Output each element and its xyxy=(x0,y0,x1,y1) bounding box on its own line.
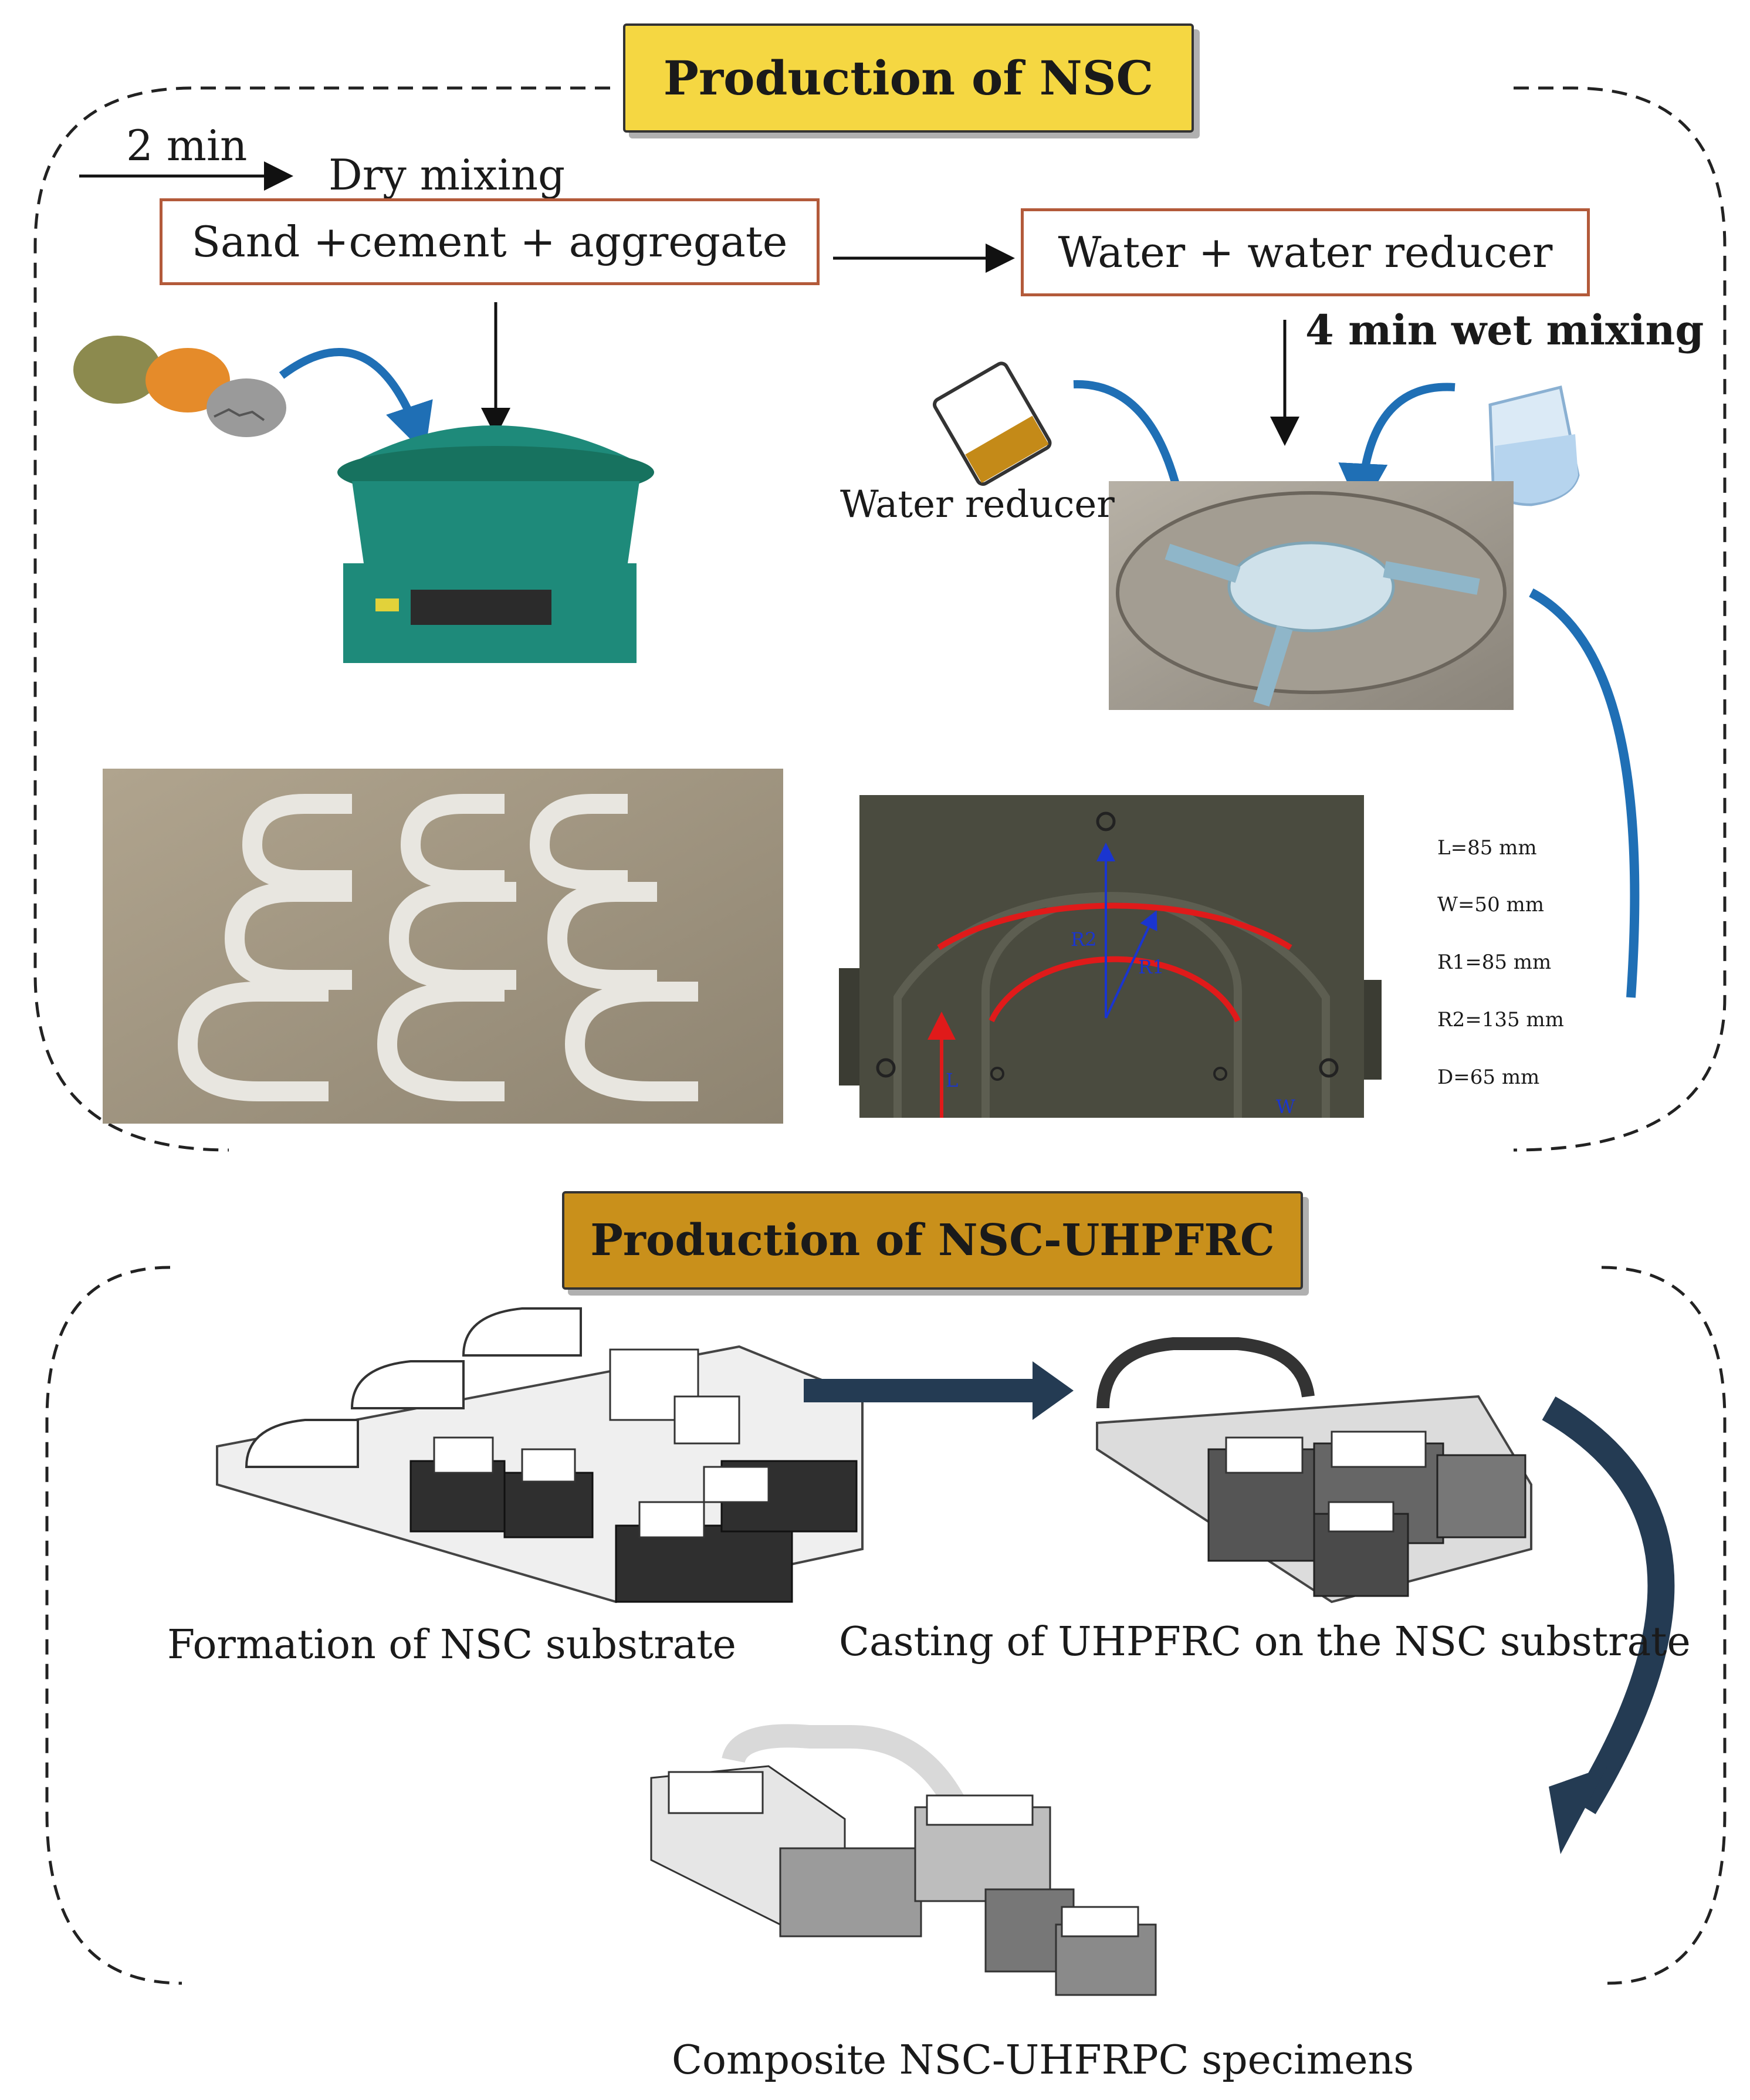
aggregate-piles-icon xyxy=(73,336,286,437)
dry-materials-box: Sand +cement + aggregate xyxy=(160,198,820,285)
water-to-mixer-arrow xyxy=(1338,383,1455,513)
section2-title: Production of NSC-UHPFRC xyxy=(562,1191,1303,1290)
section1-title: Production of NSC xyxy=(623,23,1194,133)
water-reducer-label: Water reducer xyxy=(840,483,1115,526)
step3-caption: Composite NSC-UHFRPC specimens xyxy=(672,2037,1414,2084)
dimension-r2: R2=135 mm xyxy=(1437,1008,1564,1032)
water-beaker-icon xyxy=(1488,385,1580,506)
mold-label-w: W xyxy=(1276,1095,1295,1118)
navy-arrow-head xyxy=(1033,1361,1074,1420)
section1-frame xyxy=(33,86,1727,1152)
step1-caption: Formation of NSC substrate xyxy=(167,1622,736,1668)
wet-mixing-label: 4 min wet mixing xyxy=(1305,306,1704,354)
composite-3d-icon xyxy=(650,1724,1157,1996)
mixer-to-mold-arrow xyxy=(1529,588,1640,998)
mixer-icon xyxy=(337,425,654,663)
water-reducer-jar-icon xyxy=(933,361,1052,486)
dry-mixing-label: Dry mixing xyxy=(329,150,566,199)
casting-3d-icon xyxy=(1096,1337,1532,1604)
aggregate-to-mixer-arrow xyxy=(279,348,433,454)
specimen-photo-icon xyxy=(103,769,783,1124)
dimension-length: L=85 mm xyxy=(1437,836,1537,860)
navy-curved-arrow xyxy=(1542,1396,1675,1814)
mold-label-r2: R2 xyxy=(1071,928,1097,951)
dimension-width: W=50 mm xyxy=(1437,893,1544,917)
navy-curved-arrow-head xyxy=(1549,1766,1607,1854)
mold-label-r1: R1 xyxy=(1138,956,1165,978)
dimension-depth: D=65 mm xyxy=(1437,1066,1540,1089)
substrate-3d-icon xyxy=(216,1307,864,1604)
wet-materials-box: Water + water reducer xyxy=(1021,208,1590,296)
mixer-bowl-photo xyxy=(1109,481,1514,710)
time-label: 2 min xyxy=(126,121,248,170)
mold-label-l: L xyxy=(946,1069,959,1091)
step2-caption: Casting of UHPFRC on the NSC substrate xyxy=(839,1619,1691,1665)
mold-drawing-icon xyxy=(839,795,1382,1118)
section2-frame xyxy=(45,1266,1727,1985)
dimension-r1: R1=85 mm xyxy=(1437,951,1552,974)
